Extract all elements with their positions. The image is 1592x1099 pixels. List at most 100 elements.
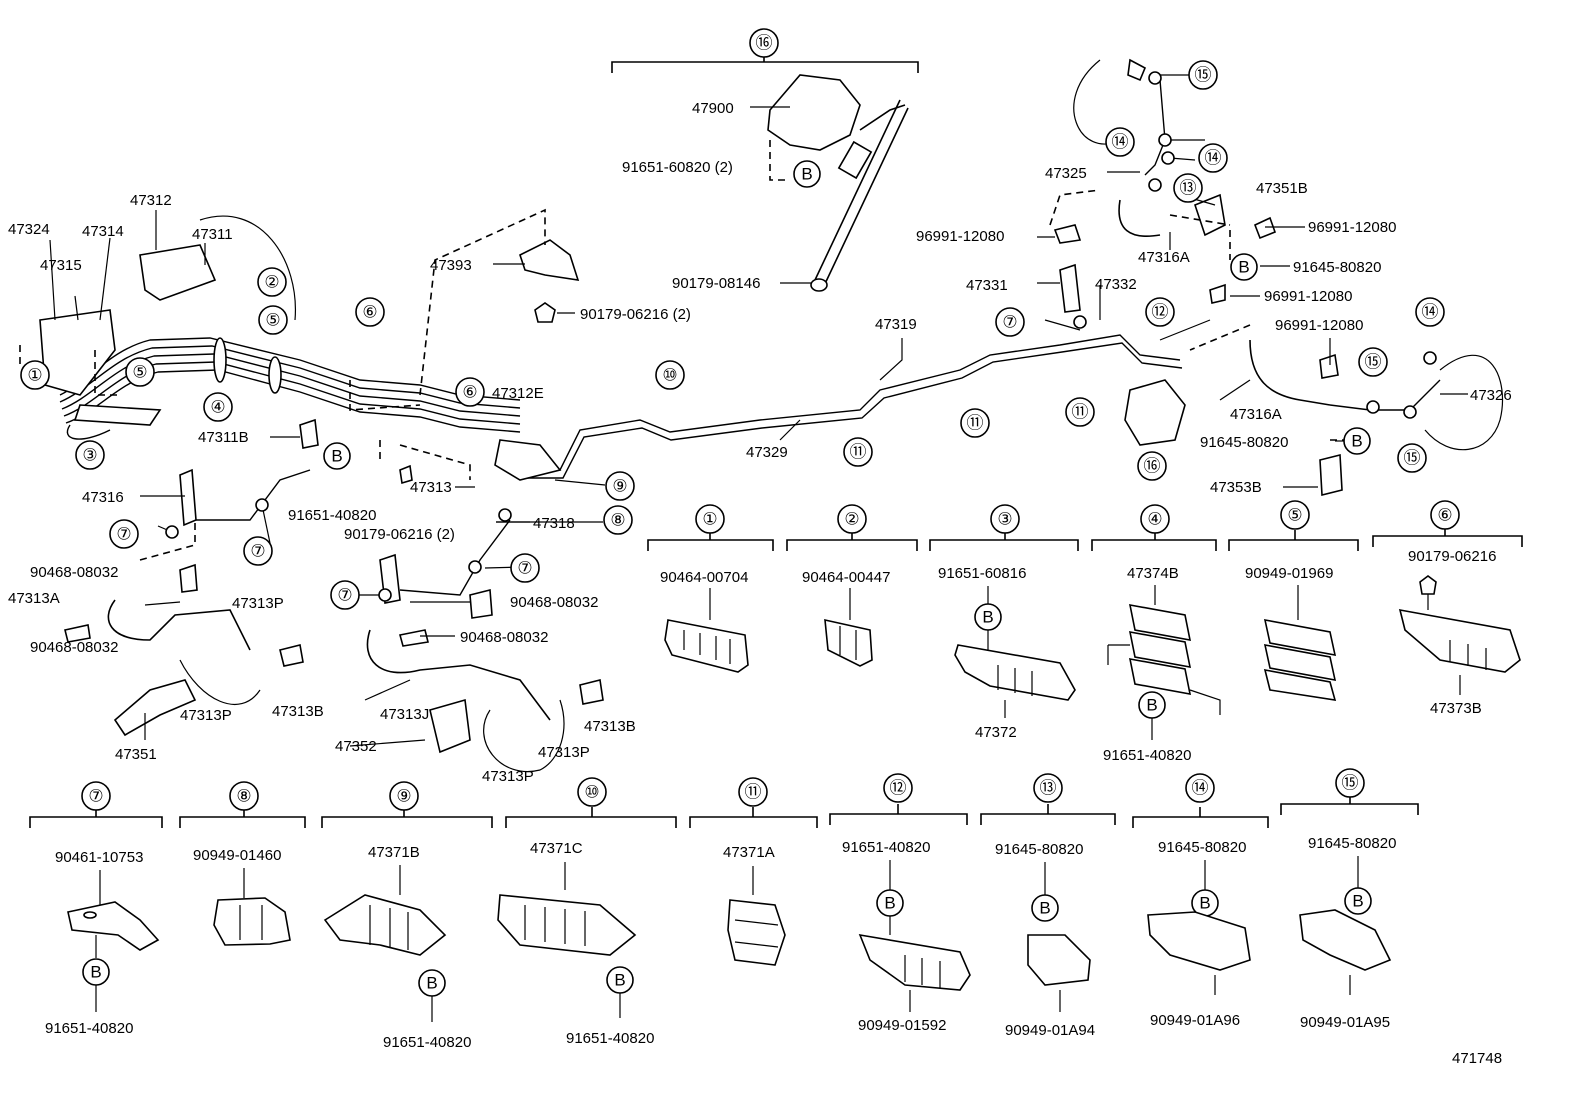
svg-text:①: ① <box>702 510 717 529</box>
svg-text:④: ④ <box>210 398 225 417</box>
part-label: 90179-06216 (2) <box>344 526 455 543</box>
part-label: 47316A <box>1230 406 1282 423</box>
callout-marker: ⑥ <box>455 377 485 407</box>
svg-text:⑭: ⑭ <box>1205 149 1222 168</box>
joint-circles <box>165 71 1437 602</box>
svg-text:B: B <box>1146 696 1157 715</box>
part-label: 47313P <box>180 707 232 724</box>
svg-text:⑦: ⑦ <box>116 525 131 544</box>
svg-text:⑬: ⑬ <box>1180 179 1197 198</box>
b-markers: B B B B <box>323 160 1371 470</box>
svg-text:47371C: 47371C <box>530 840 583 857</box>
svg-text:B: B <box>801 165 812 184</box>
b-marker: B <box>1230 253 1258 281</box>
svg-text:90949-01A95: 90949-01A95 <box>1300 1014 1390 1031</box>
callout-marker: ⑮ <box>1188 60 1218 90</box>
svg-text:⑮: ⑮ <box>1365 353 1382 372</box>
svg-text:⑭: ⑭ <box>1192 779 1209 798</box>
part-label: 47393 <box>430 257 472 274</box>
part-label: 47353B <box>1210 479 1262 496</box>
svg-text:47371A: 47371A <box>723 844 775 861</box>
part-label: 47352 <box>335 738 377 755</box>
legend-panel-2: ② 90464-00447 <box>786 504 918 667</box>
callout-marker: ⑪ <box>1065 397 1095 427</box>
part-label: 47316 <box>82 489 124 506</box>
part-label: 47326 <box>1470 387 1512 404</box>
part-label: 47329 <box>746 444 788 461</box>
svg-text:91645-80820: 91645-80820 <box>1308 835 1396 852</box>
svg-text:⑧: ⑧ <box>236 787 251 806</box>
svg-text:B: B <box>1039 899 1050 918</box>
legend-panel-8: ⑧ 90949-01460 <box>179 781 306 946</box>
svg-text:47371B: 47371B <box>368 844 420 861</box>
part-label: 47316A <box>1138 249 1190 266</box>
svg-text:⑫: ⑫ <box>1152 303 1169 322</box>
svg-text:⑮: ⑮ <box>1404 449 1421 468</box>
svg-text:B: B <box>90 963 101 982</box>
callout-marker: ⑨ <box>605 471 635 501</box>
callout-marker: ⑤ <box>125 357 155 387</box>
part-label: 90179-06216 (2) <box>580 306 691 323</box>
part-label: 47311B <box>198 429 249 446</box>
legend-panel-12: ⑫ 91651-40820 B 90949-01592 <box>829 773 971 1034</box>
svg-text:B: B <box>1238 258 1249 277</box>
svg-text:⑥: ⑥ <box>362 303 377 322</box>
diagram-id: 471748 <box>1452 1050 1502 1067</box>
svg-text:91651-40820: 91651-40820 <box>566 1030 654 1047</box>
svg-text:⑨: ⑨ <box>612 477 627 496</box>
svg-text:B: B <box>426 974 437 993</box>
svg-text:B: B <box>1352 892 1363 911</box>
callout-marker: ⑦ <box>330 580 360 610</box>
legend-panel-10: ⑩ 47371C B 91651-40820 <box>497 777 677 1047</box>
callout-marker: ⑫ <box>1145 297 1175 327</box>
svg-text:⑦: ⑦ <box>517 559 532 578</box>
callout-marker: ⑮ <box>1397 443 1427 473</box>
svg-text:90464-00704: 90464-00704 <box>660 569 748 586</box>
svg-text:47373B: 47373B <box>1430 700 1482 717</box>
svg-text:91651-40820: 91651-40820 <box>383 1034 471 1051</box>
part-label: 47313B <box>272 703 324 720</box>
bracket-47393-artwork <box>519 239 580 323</box>
legend-row-1: ① 90464-00704 ② 90464-00447 ③ 91651-6081… <box>647 500 1523 764</box>
svg-text:⑦: ⑦ <box>1002 313 1017 332</box>
svg-text:B: B <box>331 447 342 466</box>
callout-marker: ⑯ <box>749 28 779 58</box>
part-number-labels: 47324 47314 47315 47312 47311 47393 9017… <box>8 100 1512 785</box>
part-label: 47315 <box>40 257 82 274</box>
svg-text:⑪: ⑪ <box>1072 403 1089 422</box>
part-label: 47313P <box>232 595 284 612</box>
svg-text:⑪: ⑪ <box>967 414 984 433</box>
svg-text:②: ② <box>264 273 279 292</box>
svg-text:90949-01460: 90949-01460 <box>193 847 281 864</box>
svg-text:④: ④ <box>1147 510 1162 529</box>
svg-text:B: B <box>1351 432 1362 451</box>
callout-marker: ⑭ <box>1415 297 1445 327</box>
rear-valve-artwork <box>1053 58 1343 497</box>
b-marker: B <box>1343 427 1371 455</box>
svg-text:⑩: ⑩ <box>584 783 599 802</box>
legend-panel-7: ⑦ 90461-10753 B 91651-40820 <box>29 781 163 1037</box>
callout-marker: ③ <box>75 440 105 470</box>
callout-marker: ⑤ <box>258 305 288 335</box>
callout-marker: ⑭ <box>1105 127 1135 157</box>
callout-marker: ⑦ <box>995 307 1025 337</box>
svg-text:⑦: ⑦ <box>250 542 265 561</box>
part-label: 47313A <box>8 590 60 607</box>
svg-text:⑦: ⑦ <box>337 586 352 605</box>
svg-text:⑬: ⑬ <box>1040 779 1057 798</box>
svg-text:⑮: ⑮ <box>1195 66 1212 85</box>
svg-text:⑪: ⑪ <box>850 443 867 462</box>
callout-marker: ⑩ <box>655 360 685 390</box>
legend-panel-5: ⑤ 90949-01969 <box>1228 500 1359 701</box>
legend-panel-9: ⑨ 47371B B 91651-40820 <box>321 781 493 1051</box>
svg-text:⑧: ⑧ <box>610 511 625 530</box>
part-label: 47311 <box>192 226 233 243</box>
part-label: 47318 <box>533 515 575 532</box>
callout-marker: ⑦ <box>510 553 540 583</box>
callout-marker: ⑧ <box>603 505 633 535</box>
part-label: 96991-12080 <box>916 228 1004 245</box>
callout-marker: ④ <box>203 392 233 422</box>
svg-text:⑥: ⑥ <box>462 383 477 402</box>
part-label: 90468-08032 <box>30 639 118 656</box>
part-label: 96991-12080 <box>1264 288 1352 305</box>
